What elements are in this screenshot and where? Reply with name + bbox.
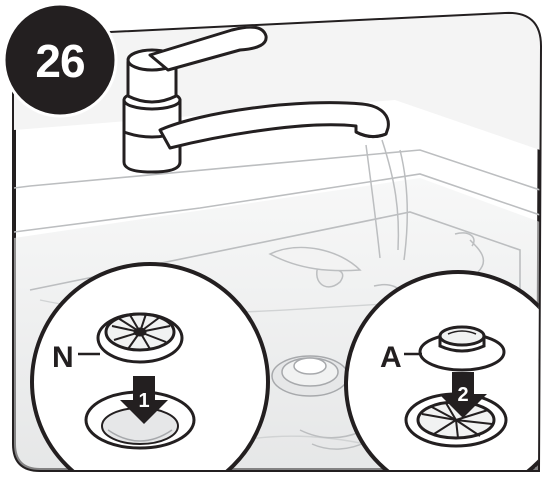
step-badge: 26 (2, 2, 118, 118)
drain-plug-icon (271, 355, 349, 397)
callout-right: 2 A (344, 270, 540, 471)
step-number: 26 (35, 35, 84, 87)
faucet-icon (122, 25, 390, 174)
drain-strainer-icon (96, 312, 184, 364)
callout-left: 1 N (30, 262, 270, 471)
down-arrow-icon: 2 (439, 372, 487, 418)
installed-strainer-icon (404, 392, 508, 448)
callout-label-a: A (380, 341, 402, 374)
drain-plug-icon (418, 325, 506, 372)
arrow-number-1: 1 (138, 390, 149, 412)
callout-label-n: N (52, 341, 74, 374)
down-arrow-icon: 1 (120, 376, 168, 424)
arrow-number-2: 2 (457, 384, 468, 406)
